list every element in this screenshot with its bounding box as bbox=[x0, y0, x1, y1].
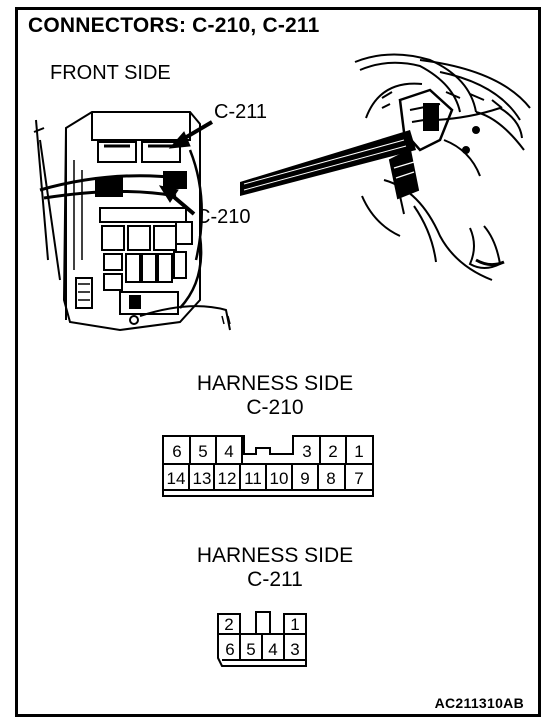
c210-pin: 9 bbox=[300, 469, 309, 488]
c211-callout-label: C-211 bbox=[214, 101, 267, 123]
c210-pin: 14 bbox=[167, 469, 186, 488]
front-side-label: FRONT SIDE bbox=[50, 62, 171, 84]
figure-code: AC211310AB bbox=[434, 695, 524, 711]
c211-pin: 4 bbox=[268, 640, 277, 659]
c211-pin: 3 bbox=[290, 640, 299, 659]
c210-pin: 5 bbox=[198, 442, 207, 461]
page-title: CONNECTORS: C-210, C-211 bbox=[28, 14, 320, 37]
c211-heading-line2: C-211 bbox=[247, 568, 303, 591]
c211-pin: 1 bbox=[290, 615, 299, 634]
c210-pin: 10 bbox=[270, 469, 289, 488]
c210-pin: 3 bbox=[302, 442, 311, 461]
dashboard-illustration bbox=[354, 53, 531, 281]
c210-pin: 12 bbox=[218, 469, 237, 488]
c210-pin: 7 bbox=[354, 469, 363, 488]
c210-pin: 6 bbox=[172, 442, 181, 461]
c210-callout-label: C-210 bbox=[196, 206, 251, 228]
c210-pin: 11 bbox=[244, 469, 262, 488]
c210-bottom-row-pins: 14 13 12 11 10 9 8 7 bbox=[167, 469, 364, 488]
c211-harness-heading: HARNESS SIDE C-211 bbox=[145, 544, 405, 592]
c211-pin: 6 bbox=[225, 640, 234, 659]
c211-heading-line1: HARNESS SIDE bbox=[196, 544, 354, 567]
c211-pin: 2 bbox=[224, 615, 233, 634]
c210-pin: 13 bbox=[193, 469, 212, 488]
c210-pin: 2 bbox=[328, 442, 337, 461]
c211-connector-face bbox=[217, 611, 307, 667]
c210-harness-heading: HARNESS SIDE C-210 bbox=[145, 372, 405, 420]
c210-heading-line2: C-210 bbox=[246, 396, 304, 419]
c211-top-row-pins: 2 1 bbox=[224, 615, 299, 634]
c210-heading-line1: HARNESS SIDE bbox=[196, 372, 354, 395]
c210-pin: 1 bbox=[354, 442, 363, 461]
c211-bottom-row-pins: 6 5 4 3 bbox=[225, 640, 299, 659]
c210-pin: 4 bbox=[224, 442, 233, 461]
c210-top-row-pins: 6 5 4 3 2 1 bbox=[172, 442, 363, 461]
junction-block-illustration bbox=[33, 111, 231, 332]
c210-connector-face bbox=[162, 435, 374, 497]
callout-arrows bbox=[158, 120, 214, 216]
c211-pin: 5 bbox=[246, 640, 255, 659]
c210-pin: 8 bbox=[326, 469, 335, 488]
location-pointer bbox=[240, 130, 416, 196]
